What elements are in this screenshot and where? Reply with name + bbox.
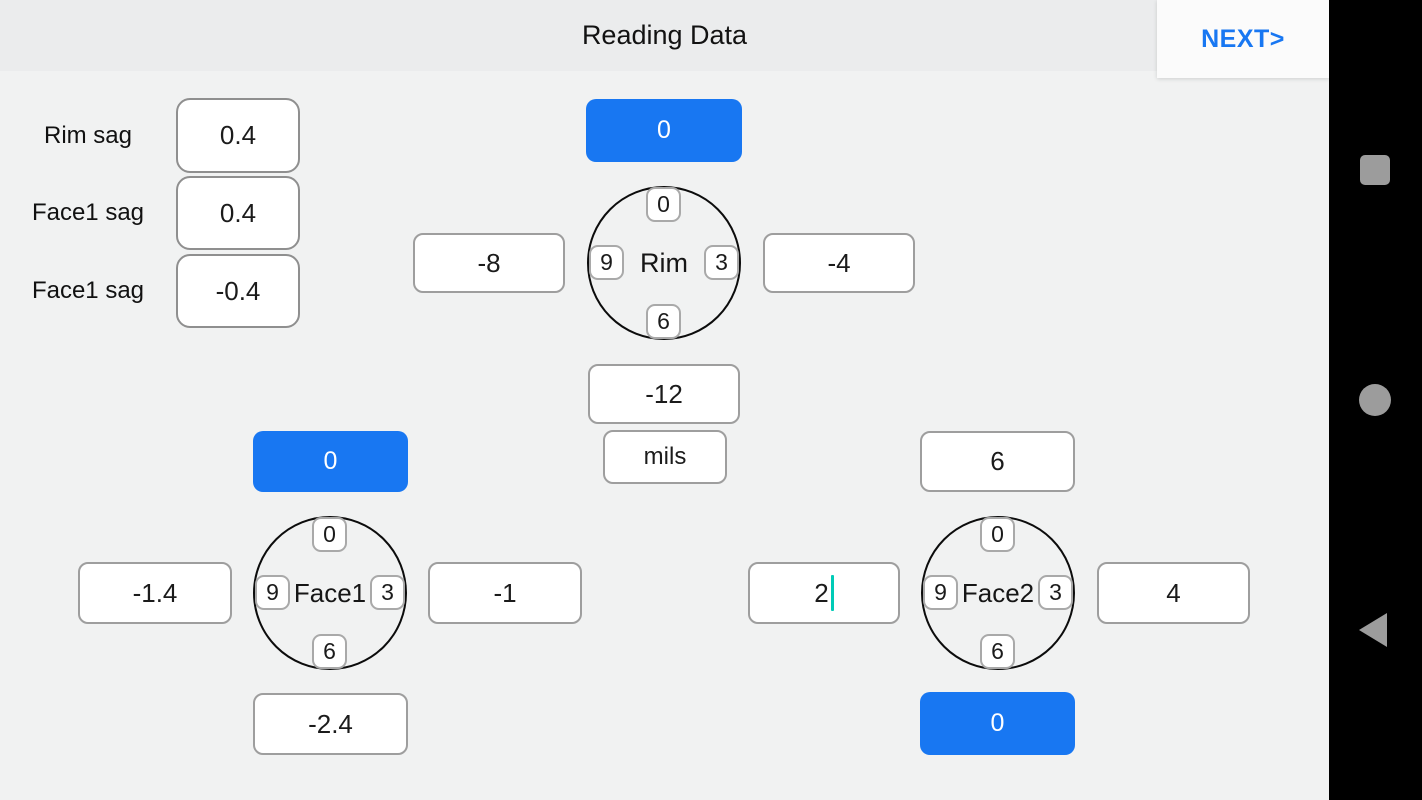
page-title: Reading Data [581, 20, 748, 50]
face2-9-input[interactable]: 2 [748, 562, 900, 624]
rim-sag-label: Rim sag [43, 121, 133, 149]
face1-sag-input[interactable]: 0.4 [176, 176, 300, 250]
next-button[interactable]: NEXT> [1157, 0, 1329, 78]
face1-sag-2-input[interactable]: -0.4 [176, 254, 300, 328]
rim-6-input[interactable]: -12 [588, 364, 740, 424]
face2-pos-9-chip[interactable]: 9 [923, 575, 958, 610]
home-icon[interactable] [1359, 384, 1391, 416]
face1-9-input[interactable]: -1.4 [78, 562, 232, 624]
next-button-label: NEXT> [1201, 24, 1285, 53]
rim-pos-0-chip[interactable]: 0 [646, 187, 681, 222]
face2-9-input-value: 2 [814, 577, 829, 608]
face1-sag-2-label: Face1 sag [31, 277, 145, 304]
face1-6-input[interactable]: -2.4 [253, 693, 408, 755]
face2-pos-6-chip[interactable]: 6 [980, 634, 1015, 669]
face1-3-input[interactable]: -1 [428, 562, 582, 624]
face1-sag-label: Face1 sag [31, 199, 145, 226]
face1-dial-name: Face1 [293, 577, 367, 608]
face1-pos-6-chip[interactable]: 6 [312, 634, 347, 669]
face1-pos-3-chip[interactable]: 3 [370, 575, 405, 610]
rim-pos-9-chip[interactable]: 9 [589, 245, 624, 280]
face2-0-input[interactable]: 6 [920, 431, 1075, 492]
text-cursor [830, 575, 834, 611]
face1-pos-9-chip[interactable]: 9 [255, 575, 290, 610]
face2-3-input[interactable]: 4 [1097, 562, 1250, 624]
rim-pos-6-chip[interactable]: 6 [646, 304, 681, 339]
app-header [0, 0, 1329, 71]
recents-icon[interactable] [1360, 155, 1390, 185]
face2-pos-0-chip[interactable]: 0 [980, 517, 1015, 552]
rim-9-input[interactable]: -8 [413, 233, 565, 293]
rim-sag-input[interactable]: 0.4 [176, 98, 300, 173]
rim-3-input[interactable]: -4 [763, 233, 915, 293]
face1-pos-0-chip[interactable]: 0 [312, 517, 347, 552]
face2-pos-3-chip[interactable]: 3 [1038, 575, 1073, 610]
units-mils-button[interactable]: mils [603, 430, 727, 484]
back-icon[interactable] [1359, 613, 1387, 647]
face2-6-total-button[interactable]: 0 [920, 692, 1075, 755]
rim-0-total-button[interactable]: 0 [586, 99, 742, 162]
rim-pos-3-chip[interactable]: 3 [704, 245, 739, 280]
android-nav-bar [1329, 0, 1422, 800]
face2-dial-name: Face2 [961, 577, 1035, 608]
face1-0-total-button[interactable]: 0 [253, 431, 408, 492]
rim-dial-name: Rim [640, 247, 688, 278]
